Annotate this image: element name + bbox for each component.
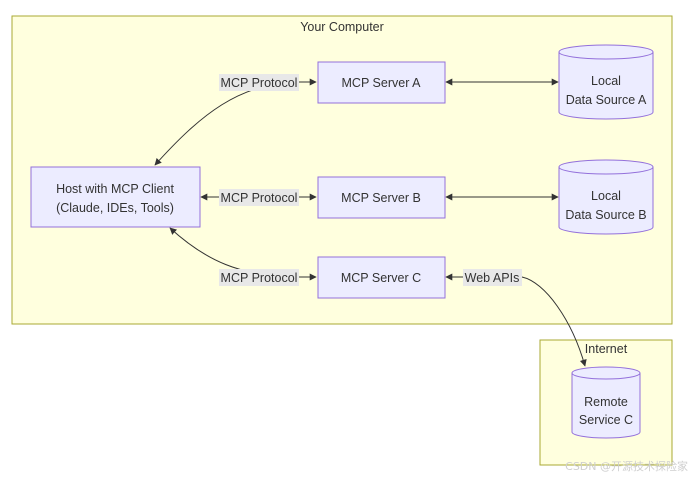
node-remote-service-c: Remote Service C (571, 366, 641, 439)
cluster-your-computer-title: Your Computer (300, 20, 384, 34)
node-server-a-label: MCP Server A (342, 76, 422, 90)
edge-label-host-a: MCP Protocol (219, 74, 299, 91)
node-remote-service-c-line2: Service C (579, 413, 633, 427)
node-remote-service-c-line1: Remote (584, 395, 628, 409)
node-data-source-b: Local Data Source B (558, 159, 654, 235)
edge-server-c-remote-c (445, 273, 587, 367)
node-server-c-label: MCP Server C (341, 271, 421, 285)
node-server-a: MCP Server A (317, 61, 446, 104)
watermark: CSDN @开源技术探险家 (565, 459, 688, 473)
node-server-c: MCP Server C (317, 256, 446, 299)
node-host-line1: Host with MCP Client (56, 182, 174, 196)
node-data-source-a-line2: Data Source A (566, 93, 647, 107)
node-data-source-b-line1: Local (591, 189, 621, 203)
edge-label-host-c: MCP Protocol (219, 269, 299, 286)
edge-label-web-apis-text: Web APIs (465, 271, 520, 285)
node-host-line2: (Claude, IDEs, Tools) (56, 201, 174, 215)
edge-label-host-a-text: MCP Protocol (221, 76, 298, 90)
node-data-source-b-line2: Data Source B (565, 208, 646, 222)
edge-label-host-c-text: MCP Protocol (221, 271, 298, 285)
edge-label-host-b: MCP Protocol (219, 189, 299, 206)
edge-label-web-apis: Web APIs (463, 269, 522, 286)
node-data-source-a-line1: Local (591, 74, 621, 88)
node-data-source-a: Local Data Source A (558, 44, 654, 120)
node-server-b-label: MCP Server B (341, 191, 421, 205)
edge-label-host-b-text: MCP Protocol (221, 191, 298, 205)
node-server-b: MCP Server B (317, 176, 446, 219)
cluster-internet-title: Internet (585, 342, 628, 356)
node-host: Host with MCP Client (Claude, IDEs, Tool… (30, 166, 201, 228)
